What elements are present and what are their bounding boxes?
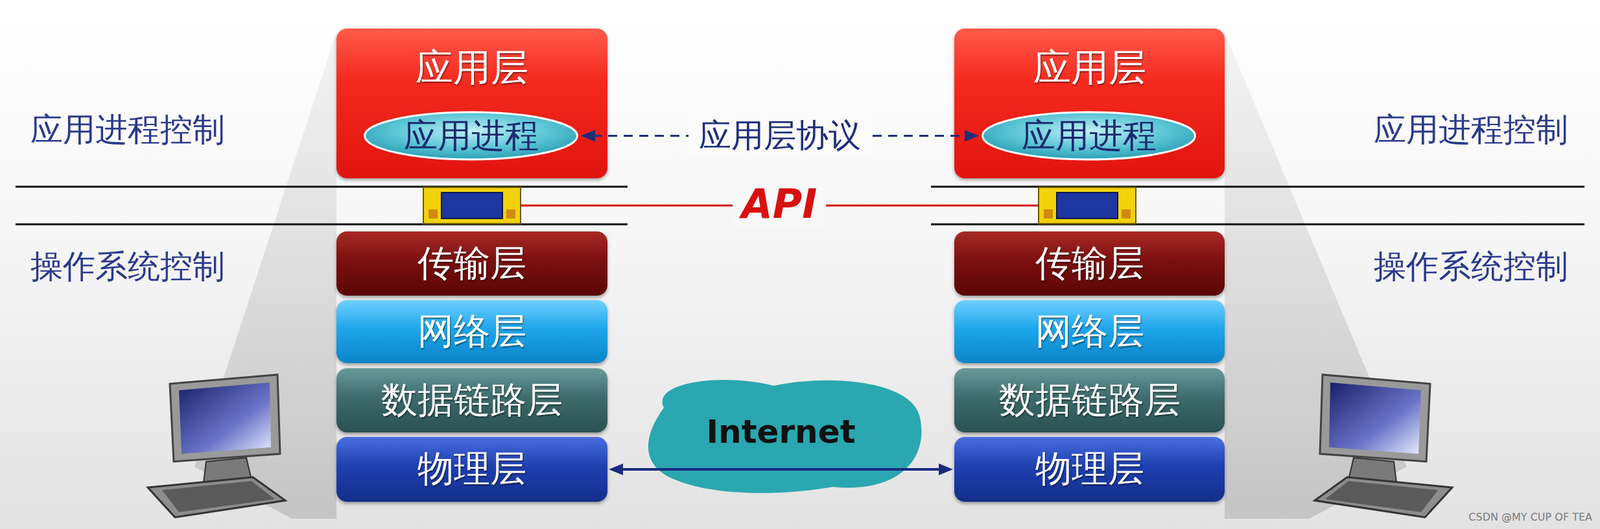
network-layer-box: 网络层 — [954, 300, 1225, 364]
datalink-layer-box: 数据链路层 — [954, 368, 1225, 433]
divider-line — [15, 223, 628, 226]
application-layer-box: 应用层应用进程 — [954, 28, 1225, 179]
arrow-head — [580, 130, 596, 142]
node-text: 物理层 — [417, 444, 527, 495]
watermark: CSDN @MY CUP OF TEA — [1468, 511, 1593, 524]
node-text: 传输层 — [1035, 239, 1145, 289]
network-layer-box: 网络层 — [336, 300, 608, 364]
datalink-layer-box: 数据链路层 — [336, 368, 608, 433]
node-text: 数据链路层 — [999, 376, 1181, 426]
physical-layer-box: 物理层 — [954, 436, 1225, 502]
node-text: 应用进程 — [403, 113, 539, 159]
transport-layer-box: 传输层 — [954, 231, 1225, 296]
edge-label: 应用层协议 — [688, 117, 872, 155]
api-label: API — [732, 180, 827, 227]
physical-layer-box: 物理层 — [336, 436, 608, 502]
divider-line — [930, 186, 1585, 189]
node-text: 数据链路层 — [381, 376, 563, 426]
region-label: 操作系统控制 — [1373, 248, 1569, 286]
transport-layer-box: 传输层 — [336, 231, 608, 296]
node-text: 网络层 — [417, 307, 527, 357]
computer-icon — [147, 374, 286, 518]
arrow-head — [938, 463, 953, 476]
connector — [608, 463, 953, 476]
connector-line — [620, 468, 942, 471]
node-text: Internet — [705, 412, 856, 451]
node-text: 应用层 — [415, 42, 529, 94]
node-text: 网络层 — [1035, 307, 1145, 357]
process-ellipse: 应用进程 — [362, 110, 580, 162]
api-socket — [423, 187, 521, 224]
api-socket — [1038, 187, 1136, 224]
node-text: 传输层 — [417, 239, 527, 289]
node-text: 应用层 — [1033, 42, 1147, 94]
process-ellipse: 应用进程 — [980, 110, 1198, 162]
internet-cloud: Internet — [637, 375, 924, 495]
divider-line — [15, 186, 628, 189]
divider-line — [930, 223, 1585, 226]
computer-icon — [1314, 374, 1453, 518]
application-layer-box: 应用层应用进程 — [336, 28, 608, 179]
arrow-head — [608, 463, 624, 476]
node-text: 应用进程 — [1021, 113, 1157, 159]
node-text: 物理层 — [1035, 444, 1145, 495]
region-label: 应用进程控制 — [30, 111, 225, 150]
region-label: 操作系统控制 — [30, 248, 225, 286]
arrow-head — [964, 130, 979, 142]
region-label: 应用进程控制 — [1373, 111, 1569, 150]
